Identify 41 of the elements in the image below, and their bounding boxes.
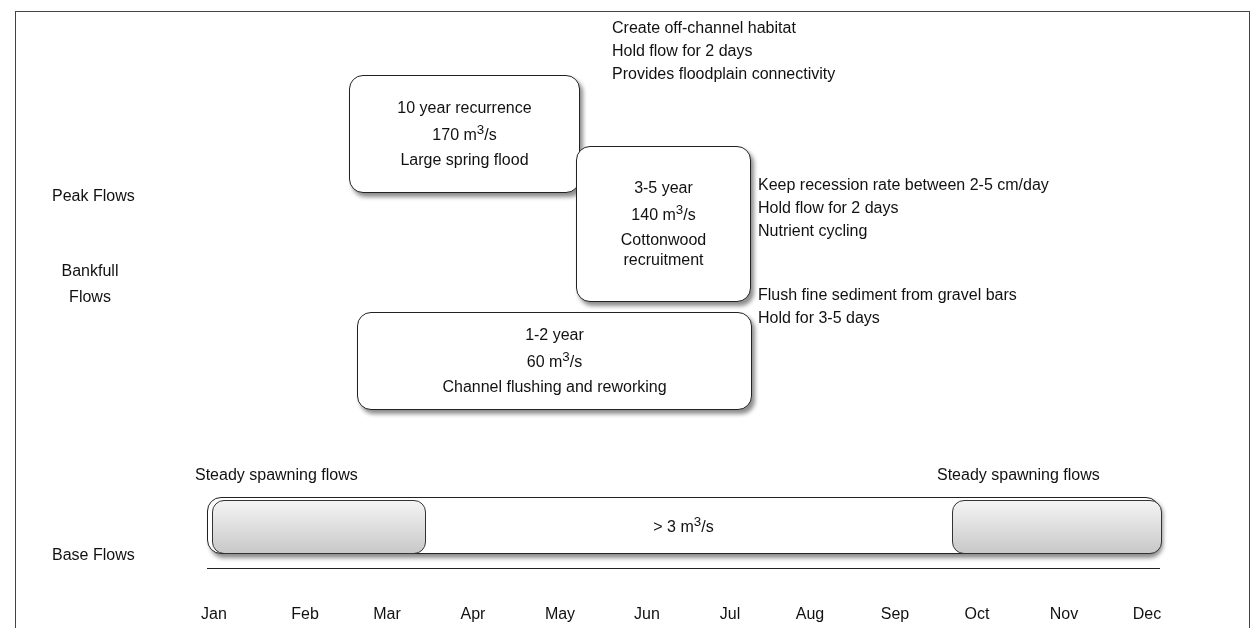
- box-text: Channel flushing and reworking: [442, 376, 667, 397]
- flow-bar: [207, 497, 1160, 554]
- month-label: May: [544, 604, 576, 624]
- month-label: Aug: [795, 604, 825, 624]
- month-label: Jun: [634, 604, 660, 624]
- bar-text: > 3 m$^{3}$/s: [653, 513, 714, 538]
- month-label: Sep: [880, 604, 910, 624]
- box-text: 170 m$^{3}$/s: [432, 122, 497, 146]
- month-label: Apr: [460, 604, 486, 624]
- note-text: Hold flow for 2 days: [758, 198, 899, 218]
- note-text: Nutrient cycling: [758, 221, 868, 241]
- box-text: 140 m$^{3}$/s: [631, 202, 696, 226]
- box-text: 1-2 year: [525, 325, 584, 346]
- month-label: Oct: [964, 604, 990, 624]
- box-text: Cottonwood recruitment: [619, 229, 708, 270]
- note-text: Hold for 3-5 days: [758, 308, 880, 328]
- box-text: Large spring flood: [400, 149, 529, 170]
- shaded-box: [952, 500, 1162, 554]
- flow-box: [576, 146, 751, 302]
- note-text: Steady spawning flows: [937, 465, 1100, 485]
- note-text: Keep recession rate between 2-5 cm/day: [758, 175, 1049, 195]
- box-text: 10 year recurrence: [397, 98, 532, 119]
- flow-box: [349, 75, 580, 193]
- row-label: Bankfull Flows: [60, 261, 120, 307]
- month-label: Jan: [201, 604, 227, 624]
- month-label: Jul: [719, 604, 741, 624]
- box-text: 3-5 year: [634, 178, 693, 199]
- flow-box: [357, 312, 752, 410]
- month-label: Mar: [373, 604, 401, 624]
- row-label: Base Flows: [52, 545, 135, 565]
- month-label: Nov: [1049, 604, 1079, 624]
- shaded-box: [212, 500, 426, 554]
- month-label: Dec: [1132, 604, 1162, 624]
- note-text: Hold flow for 2 days: [612, 41, 753, 61]
- box-text: 60 m$^{3}$/s: [526, 349, 583, 373]
- note-text: Steady spawning flows: [195, 465, 358, 485]
- month-label: Feb: [291, 604, 319, 624]
- note-text: Provides floodplain connectivity: [612, 64, 836, 84]
- row-label: Peak Flows: [52, 186, 135, 206]
- note-text: Create off-channel habitat: [612, 18, 796, 38]
- note-text: Flush fine sediment from gravel bars: [758, 285, 1017, 305]
